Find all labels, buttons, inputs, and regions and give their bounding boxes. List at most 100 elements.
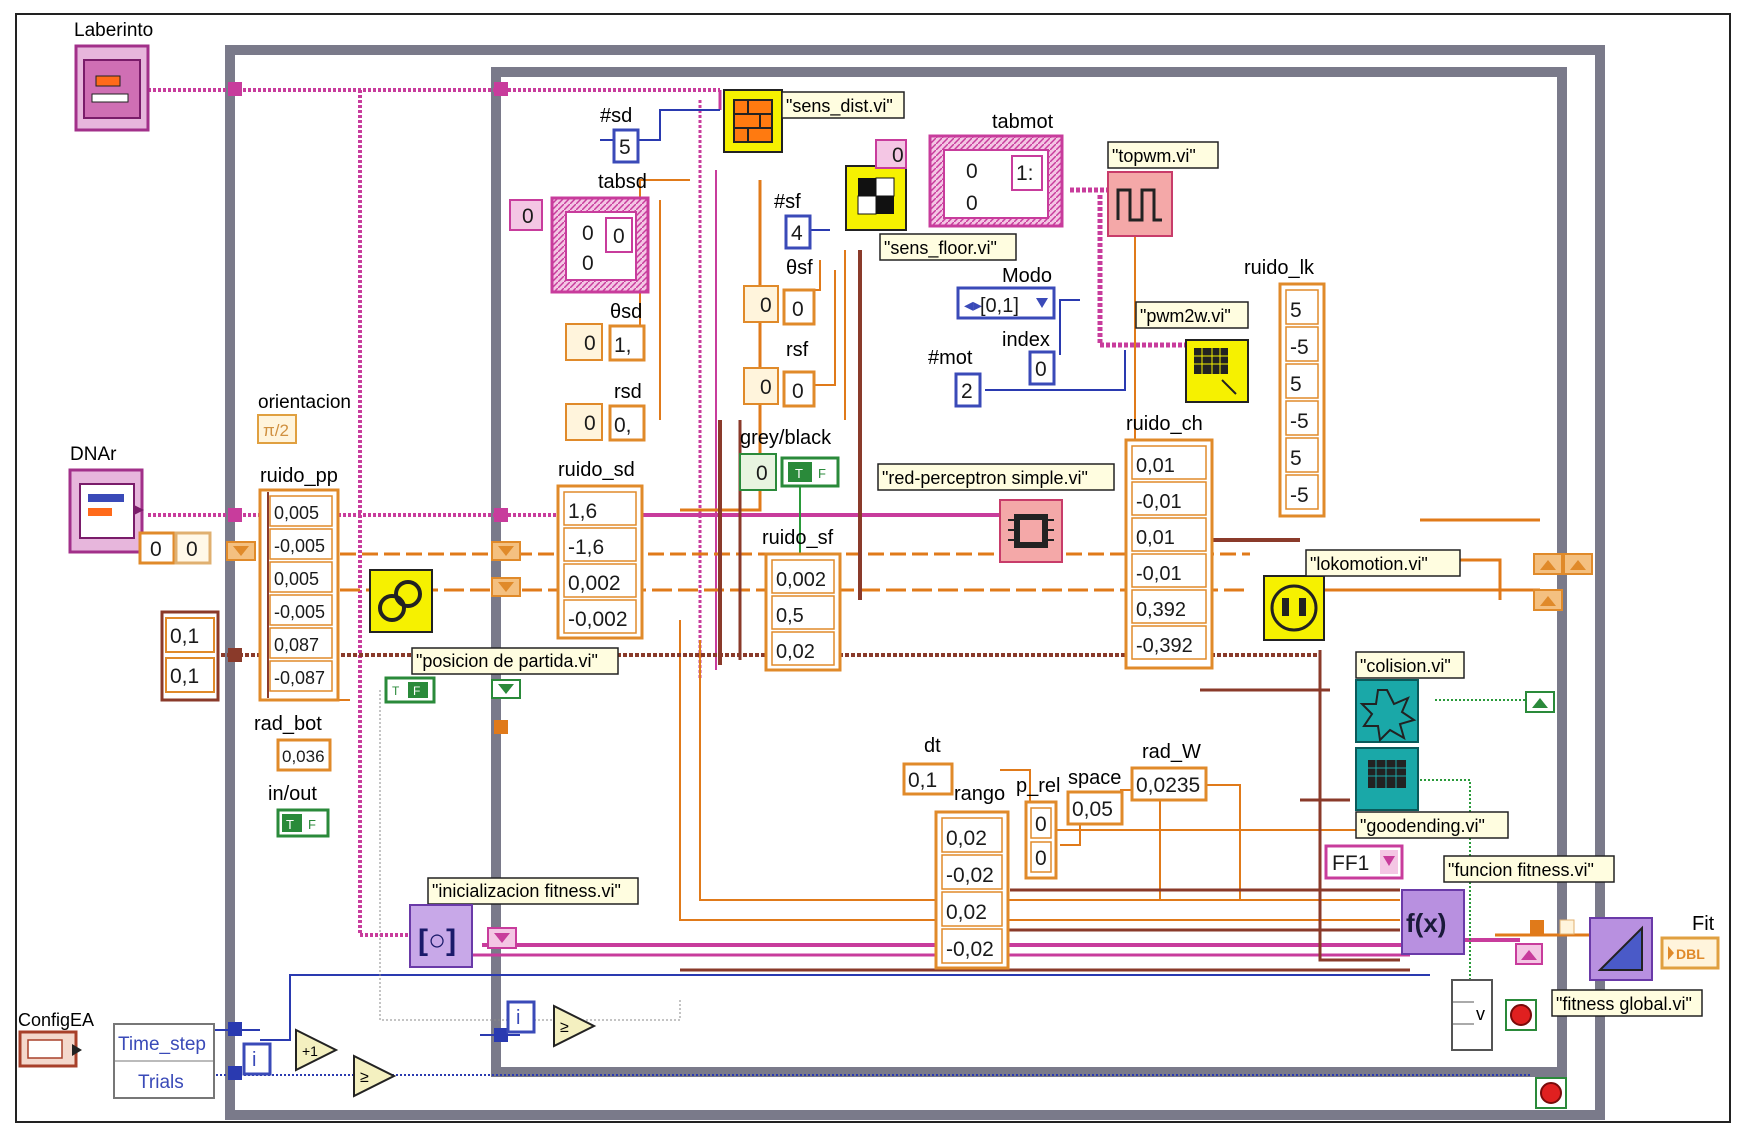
label-tabmot: tabmot	[992, 111, 1054, 133]
funcion-fitness-tip: "funcion fitness.vi"	[1444, 856, 1614, 882]
svg-text:"posicion de partida.vi": "posicion de partida.vi"	[416, 651, 598, 671]
tabmot-index[interactable]: 0	[876, 140, 906, 168]
svg-text:5: 5	[619, 136, 631, 159]
rsd-array[interactable]: 0 0,	[566, 404, 644, 440]
array-cell-value: -0,087	[274, 668, 325, 688]
svg-text:T: T	[795, 466, 803, 481]
svg-text:0: 0	[150, 538, 162, 561]
goodending-subvi[interactable]	[1356, 748, 1418, 810]
svg-text:0: 0	[792, 298, 804, 321]
svg-text:"funcion fitness.vi": "funcion fitness.vi"	[1448, 860, 1594, 880]
svg-text:≥: ≥	[560, 1019, 569, 1036]
posicion-partida-subvi[interactable]	[370, 570, 432, 632]
sens-dist-subvi[interactable]	[724, 90, 782, 152]
grey-black-array[interactable]: 0 T F	[740, 454, 838, 490]
svg-text:F: F	[308, 817, 316, 832]
svg-text:0: 0	[966, 160, 978, 183]
array-cell-value: 5	[1290, 447, 1302, 470]
svg-text:0: 0	[613, 225, 625, 248]
label-grey-black: grey/black	[740, 427, 832, 449]
configea-terminal[interactable]	[20, 1032, 82, 1066]
lokomotion-tip: "lokomotion.vi"	[1306, 550, 1460, 576]
svg-text:+1: +1	[302, 1043, 318, 1059]
sens-floor-subvi[interactable]	[846, 166, 906, 230]
svg-text:F: F	[818, 466, 826, 481]
colision-tip: "colision.vi"	[1356, 652, 1464, 678]
colision-subvi[interactable]	[1356, 680, 1418, 742]
in-out-boolean[interactable]: T F	[278, 810, 328, 836]
svg-text:i: i	[252, 1049, 256, 1071]
svg-text:FF1: FF1	[1332, 852, 1369, 875]
array-cell-value: 5	[1290, 299, 1302, 322]
laberinto-terminal[interactable]	[76, 46, 148, 130]
modo-ring[interactable]: ◂▸ [0,1]	[958, 288, 1054, 318]
num-sd-constant[interactable]: 5	[614, 130, 638, 162]
dt-constant[interactable]: 0,1	[904, 764, 952, 794]
sens-dist-tip: "sens_dist.vi"	[782, 92, 904, 118]
array-cell-value: -0,392	[1136, 635, 1193, 657]
num-mot-constant[interactable]: 2	[956, 374, 980, 406]
label-p-rel: p_rel	[1016, 775, 1060, 797]
topwm-subvi[interactable]	[1108, 172, 1172, 236]
tabsd-array[interactable]: 0 0 0	[552, 198, 648, 292]
svg-text:π/2: π/2	[263, 421, 289, 440]
inner-stop-terminal[interactable]	[1506, 1000, 1536, 1030]
svg-text:[○]: [○]	[418, 924, 456, 957]
space-constant[interactable]: 0,05	[1068, 792, 1122, 824]
ruido-lk-array[interactable]: 5-55-55-5	[1280, 284, 1324, 516]
label-index: index	[1002, 329, 1050, 351]
array-cell-value: -0,005	[274, 602, 325, 622]
rango-array[interactable]: 0,02-0,020,02-0,02	[936, 812, 1008, 968]
svg-text:4: 4	[791, 222, 803, 245]
rad-w-constant[interactable]: 0,0235	[1132, 768, 1206, 800]
label-configea: ConfigEA	[18, 1010, 94, 1030]
lokomotion-subvi[interactable]	[1264, 576, 1324, 640]
rsf-array[interactable]: 0 0	[744, 368, 814, 406]
svg-text:0: 0	[792, 380, 804, 403]
orientacion-constant[interactable]: π/2	[258, 415, 296, 443]
inner-compare-node: ≥	[554, 1006, 594, 1046]
perceptron-subvi[interactable]	[1000, 500, 1062, 562]
array-cell-value: 0,002	[568, 572, 621, 595]
funcion-fitness-subvi[interactable]: f(x)	[1402, 890, 1464, 954]
pwm2w-subvi[interactable]	[1186, 340, 1248, 402]
trials-label: Trials	[138, 1072, 184, 1093]
posicion-boolean[interactable]: T F	[386, 678, 434, 702]
index-constant[interactable]: 0	[1030, 352, 1054, 384]
array-cell-value: -5	[1290, 410, 1309, 433]
array-cell-value: 5	[1290, 373, 1302, 396]
svg-text:0,036: 0,036	[282, 747, 325, 766]
array-cell-value: -0,01	[1136, 563, 1182, 585]
ruido-sd-array[interactable]: 1,6-1,60,002-0,002	[558, 486, 642, 638]
tabsd-index[interactable]: 0	[510, 200, 542, 230]
ruido-ch-array[interactable]: 0,01-0,010,01-0,010,392-0,392	[1126, 440, 1212, 668]
svg-text:0: 0	[1035, 847, 1047, 870]
svg-text:i: i	[516, 1007, 520, 1029]
outer-stop-terminal[interactable]	[1536, 1078, 1566, 1108]
tabmot-array[interactable]: 0 0 1:	[930, 136, 1062, 226]
fitness-global-subvi[interactable]	[1590, 918, 1652, 980]
svg-text:DBL: DBL	[1676, 946, 1705, 962]
svg-text:F: F	[413, 684, 420, 698]
array-cell-value: 0,005	[274, 569, 319, 589]
pp-input-cluster[interactable]: 0,1 0,1	[162, 612, 218, 700]
theta-sf-array[interactable]: 0 0	[744, 286, 814, 324]
or-gate: v	[1452, 980, 1492, 1050]
svg-text:T: T	[286, 817, 294, 832]
dnar-terminal[interactable]	[70, 470, 144, 552]
theta-sd-array[interactable]: 0 1,	[566, 324, 644, 360]
ff-selector[interactable]: FF1	[1326, 846, 1402, 878]
rad-bot-constant[interactable]: 0,036	[278, 740, 330, 770]
num-sf-constant[interactable]: 4	[786, 216, 810, 248]
array-cell-value: 0,02	[946, 827, 987, 850]
svg-text:0: 0	[966, 192, 978, 215]
label-fit: Fit	[1692, 913, 1715, 935]
p-rel-array[interactable]: 0 0	[1026, 802, 1056, 878]
label-rad-bot: rad_bot	[254, 713, 322, 735]
fitness-global-tip: "fitness global.vi"	[1552, 990, 1702, 1016]
dnar-index-control[interactable]: 0 0	[140, 533, 210, 563]
svg-text:0: 0	[582, 252, 594, 275]
